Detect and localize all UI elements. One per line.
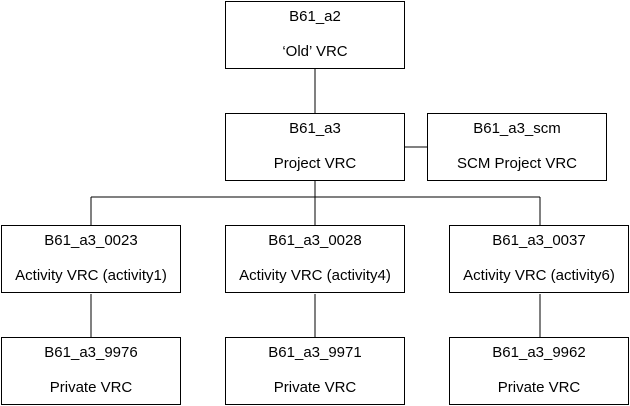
node-b61-a3: B61_a3 Project VRC xyxy=(225,113,405,181)
node-b61-a3-0037: B61_a3_0037 Activity VRC (activity6) xyxy=(449,225,629,293)
node-label: Activity VRC (activity1) xyxy=(15,267,167,284)
node-label: SCM Project VRC xyxy=(456,155,578,172)
node-id: B61_a3_0028 xyxy=(268,232,362,249)
node-id: B61_a3_scm xyxy=(473,120,561,137)
node-label: Private VRC xyxy=(497,379,581,396)
node-label: Private VRC xyxy=(49,379,133,396)
node-id: B61_a3_0023 xyxy=(44,232,138,249)
node-label: Private VRC xyxy=(273,379,357,396)
node-b61-a3-9962: B61_a3_9962 Private VRC xyxy=(449,337,629,405)
node-b61-a3-scm: B61_a3_scm SCM Project VRC xyxy=(427,113,607,181)
node-b61-a3-0028: B61_a3_0028 Activity VRC (activity4) xyxy=(225,225,405,293)
node-label: Activity VRC (activity4) xyxy=(239,267,391,284)
node-id: B61_a2 xyxy=(289,8,341,25)
node-id: B61_a3_0037 xyxy=(492,232,586,249)
node-id: B61_a3_9971 xyxy=(268,344,362,361)
node-id: B61_a3_9962 xyxy=(492,344,586,361)
node-id: B61_a3_9976 xyxy=(44,344,138,361)
node-id: B61_a3 xyxy=(289,120,341,137)
node-label: Activity VRC (activity6) xyxy=(463,267,615,284)
node-b61-a3-0023: B61_a3_0023 Activity VRC (activity1) xyxy=(1,225,181,293)
node-label: ‘Old’ VRC xyxy=(282,43,348,60)
node-b61-a3-9976: B61_a3_9976 Private VRC xyxy=(1,337,181,405)
node-b61-a3-9971: B61_a3_9971 Private VRC xyxy=(225,337,405,405)
node-b61-a2: B61_a2 ‘Old’ VRC xyxy=(225,1,405,69)
node-label: Project VRC xyxy=(273,155,357,172)
